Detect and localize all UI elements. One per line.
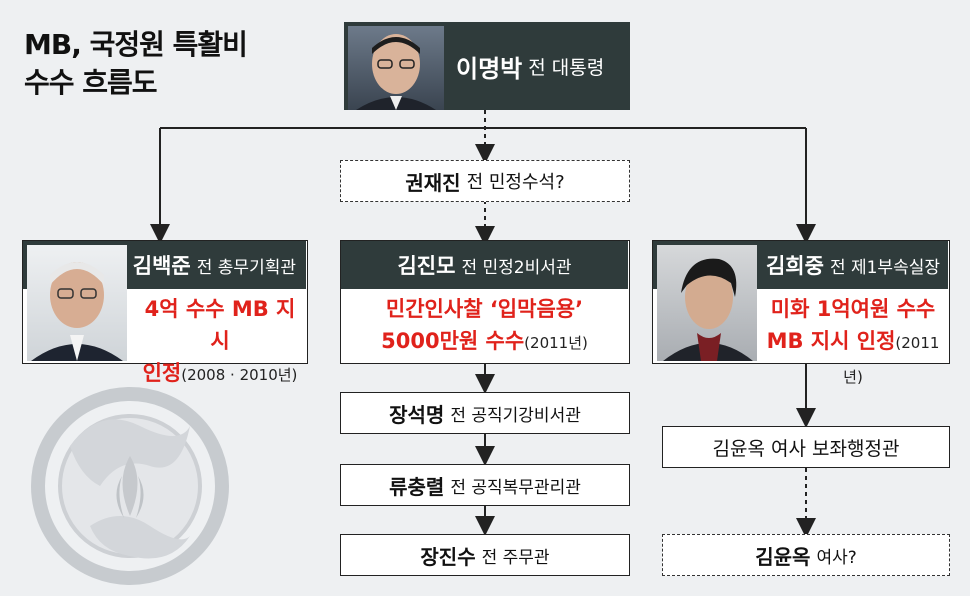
aide-node: 김윤옥 여사 보좌행정관 [662,426,950,468]
aide-text: 김윤옥 여사 보좌행정관 [712,437,900,460]
center-header: 김진모 전 민정2비서관 [341,241,628,289]
mid-role: 전 민정수석? [466,172,565,193]
top-portrait [348,26,444,110]
center-name: 김진모 [397,254,456,278]
mid-name: 권재진 [405,170,461,195]
chain-1-name: 장석명 [389,402,445,427]
wife-node: 김윤옥 여사? [662,534,950,576]
nis-emblem-watermark [31,387,229,585]
center-line-1: 민간인사찰 ‘입막음용’ [385,297,584,321]
left-name: 김백준 [132,254,191,278]
wife-name: 김윤옥 [755,544,811,569]
center-year: (2011년) [524,334,588,352]
chain-3-name: 장진수 [420,544,476,569]
right-portrait [657,245,757,361]
top-role: 전 대통령 [528,56,605,79]
chain-node-3: 장진수 전 주무관 [340,534,630,576]
chain-1-role: 전 공직기강비서관 [450,405,581,426]
top-name: 이명박 [456,54,523,83]
title-line-1: MB, 국정원 특활비 [24,28,248,61]
right-name: 김희중 [765,254,824,278]
left-line-1: 4억 수수 MB 지시 [144,297,296,353]
chain-node-2: 류충렬 전 공직복무관리관 [340,464,630,506]
chart-title: MB, 국정원 특활비 수수 흐름도 [24,26,248,102]
wife-role: 여사? [816,547,857,568]
top-node: 이명박 전 대통령 [344,22,630,110]
center-node: 김진모 전 민정2비서관 민간인사찰 ‘입막음용’ 5000만원 수수(2011… [340,240,630,364]
chain-2-name: 류충렬 [389,474,445,499]
left-role: 전 총무기획관 [196,257,296,278]
chain-node-1: 장석명 전 공직기강비서관 [340,392,630,434]
right-line-2: MB 지시 인정 [766,329,896,353]
left-node: 김백준 전 총무기획관 4억 수수 MB 지시 인정(2008 · 2010년) [22,240,308,385]
right-role: 전 제1부속실장 [829,257,940,278]
left-portrait [27,245,127,361]
chain-3-role: 전 주무관 [481,547,550,568]
center-line-2: 5000만원 수수 [381,329,525,353]
mid-node: 권재진 전 민정수석? [340,160,630,202]
right-year: (2011년) [843,334,940,386]
right-node: 김희중 전 제1부속실장 미화 1억여원 수수 MB 지시 인정(2011년) [652,240,950,386]
left-year: (2008 · 2010년) [181,366,298,384]
title-line-2: 수수 흐름도 [24,66,158,99]
left-line-2: 인정 [142,361,182,385]
right-line-1: 미화 1억여원 수수 [770,297,936,321]
chain-2-role: 전 공직복무관리관 [450,477,581,498]
center-role: 전 민정2비서관 [461,257,572,278]
